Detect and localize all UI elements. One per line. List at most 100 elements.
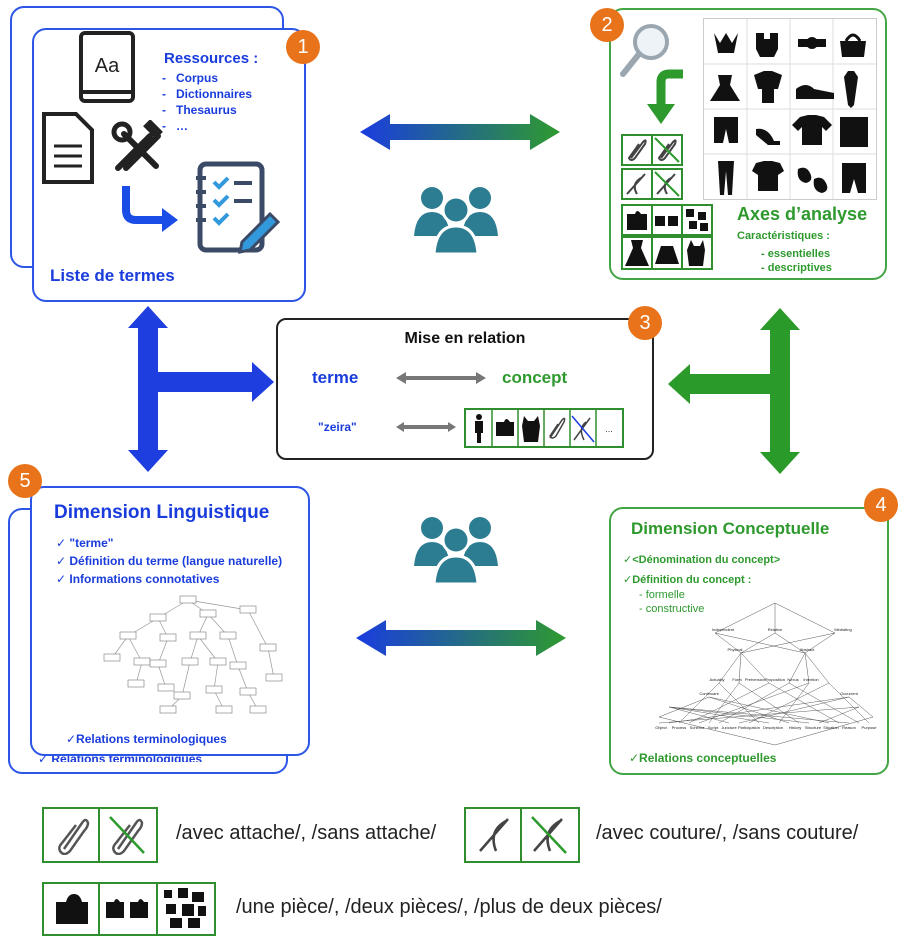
term-network-graph xyxy=(103,595,283,714)
box4-item: ✓Définition du concept : xyxy=(623,574,752,586)
resource-item: - Corpus xyxy=(162,71,218,85)
box2-item: - descriptives xyxy=(761,262,832,274)
svg-text:Proposition: Proposition xyxy=(765,677,785,682)
box5-item: ✓ Informations connotatives xyxy=(56,572,220,586)
box5-shadow-footer: ✓ Relations terminologiques xyxy=(38,752,203,762)
svg-text:Structure: Structure xyxy=(805,725,822,730)
people-icon xyxy=(414,517,498,584)
no-needle-cell xyxy=(651,168,683,200)
legend-seam-pair xyxy=(464,807,580,863)
many-pieces-cell xyxy=(681,204,713,236)
green-t-connector xyxy=(668,308,800,474)
one-piece-icon xyxy=(56,894,88,924)
top-double-arrow xyxy=(360,114,560,150)
box3-right-term: concept xyxy=(502,368,568,387)
svg-text:Purpose: Purpose xyxy=(862,725,878,730)
tools-icon xyxy=(111,120,163,171)
svg-text:Physical: Physical xyxy=(728,647,743,652)
people-icon xyxy=(414,187,498,254)
badge-4: 4 xyxy=(864,488,898,522)
box2-analysis-axes: Axes d’analyse Caractéristiques : - esse… xyxy=(609,8,887,280)
document-icon xyxy=(42,112,94,184)
bottom-double-arrow xyxy=(356,620,566,656)
box5-title: Dimension Linguistique xyxy=(54,502,270,523)
svg-text:Prehension: Prehension xyxy=(745,677,765,682)
box2-title: Axes d’analyse xyxy=(737,204,868,224)
svg-text:Juncture: Juncture xyxy=(721,725,737,730)
svg-text:Intention: Intention xyxy=(803,677,818,682)
svg-text:Object: Object xyxy=(655,725,667,730)
box1-footer: Liste de termes xyxy=(50,266,175,285)
svg-text:Process: Process xyxy=(672,725,686,730)
box1-resources-title: Ressources : xyxy=(164,50,259,67)
magnifier-icon xyxy=(620,24,669,77)
blue-t-connector xyxy=(128,306,274,472)
one-piece-cell xyxy=(621,204,653,236)
checklist-icon xyxy=(196,161,281,254)
svg-text:Description: Description xyxy=(763,725,783,730)
svg-text:...: ... xyxy=(605,424,613,434)
legend-pieces-text: /une pièce/, /deux pièces/, /plus de deu… xyxy=(236,896,662,918)
box5-item: ✓ "terme" xyxy=(56,536,114,550)
badge-3: 3 xyxy=(628,306,662,340)
many-pieces-icon xyxy=(164,888,206,928)
box2-item: - essentielles xyxy=(761,248,831,260)
concept-lattice: Independent Relative Mediating Physical … xyxy=(655,602,878,746)
svg-text:Aa: Aa xyxy=(95,55,120,77)
svg-text:Continuant: Continuant xyxy=(699,691,719,696)
legend-pieces-triple xyxy=(42,882,216,936)
box1-resources-list: - Corpus - Dictionnaires - Thesaurus - … xyxy=(162,70,252,134)
skirt-cell xyxy=(651,236,683,270)
no-clip-cell xyxy=(651,134,683,166)
box3-example-term: "zeira" xyxy=(318,420,357,434)
svg-text:Actuality: Actuality xyxy=(709,677,724,682)
resource-item: - Thesaurus xyxy=(162,103,237,117)
box4-sub-item: - formelle xyxy=(639,589,685,601)
svg-text:Schema: Schema xyxy=(690,725,705,730)
box4-title: Dimension Conceptuelle xyxy=(631,519,830,538)
box4-sub-item: - constructive xyxy=(639,603,705,615)
badge-1: 1 xyxy=(286,30,320,64)
box5-linguistic-dimension: Dimension Linguistique ✓ "terme" ✓ Défin… xyxy=(30,486,310,756)
badge-5: 5 xyxy=(8,464,42,498)
clip-cell xyxy=(621,134,653,166)
svg-text:Mediating: Mediating xyxy=(834,627,851,632)
svg-text:Script: Script xyxy=(708,725,719,730)
svg-text:Situation: Situation xyxy=(823,725,839,730)
box4-footer: ✓Relations conceptuelles xyxy=(629,751,777,765)
clothing-icon-grid xyxy=(703,18,877,200)
two-pieces-cell xyxy=(651,204,683,236)
badge-2: 2 xyxy=(590,8,624,42)
box3-title: Mise en relation xyxy=(404,330,526,347)
top-cell xyxy=(681,236,713,270)
box1-list-of-terms: Ressources : - Corpus - Dictionnaires - … xyxy=(32,28,306,302)
book-icon: Aa xyxy=(79,31,135,103)
svg-text:Nexus: Nexus xyxy=(787,677,798,682)
box5-footer: ✓Relations terminologiques xyxy=(66,732,227,746)
box2-subtitle: Caractéristiques : xyxy=(737,230,830,242)
resource-item: - Dictionnaires xyxy=(162,87,253,101)
svg-text:Form: Form xyxy=(732,677,742,682)
dress-cell xyxy=(621,236,653,270)
svg-text:History: History xyxy=(789,725,801,730)
legend-clip-pair xyxy=(42,807,158,863)
no-clip-icon xyxy=(109,816,145,855)
box3-attribute-strip: ... xyxy=(464,408,624,448)
box4-item: ✓<Dénomination du concept> xyxy=(623,554,781,566)
svg-text:Occurrent: Occurrent xyxy=(840,691,858,696)
box5-item: ✓ Définition du terme (langue naturelle) xyxy=(56,554,283,568)
legend-clip-text: /avec attache/, /sans attache/ xyxy=(176,822,437,844)
needle-icon xyxy=(479,818,509,852)
no-needle-icon xyxy=(531,816,567,854)
gray-double-arrow xyxy=(396,422,456,432)
clip-icon xyxy=(58,818,90,855)
svg-text:Independent: Independent xyxy=(712,627,735,632)
svg-text:Relative: Relative xyxy=(768,627,783,632)
box4-conceptual-dimension: Dimension Conceptuelle ✓<Dénomination du… xyxy=(609,507,889,775)
svg-text:Participation: Participation xyxy=(738,725,760,730)
legend-seam-text: /avec couture/, /sans couture/ xyxy=(596,822,859,844)
two-pieces-icon xyxy=(106,899,148,918)
needle-cell xyxy=(621,168,653,200)
curved-arrow-icon xyxy=(122,186,178,232)
gray-double-arrow xyxy=(396,372,486,384)
